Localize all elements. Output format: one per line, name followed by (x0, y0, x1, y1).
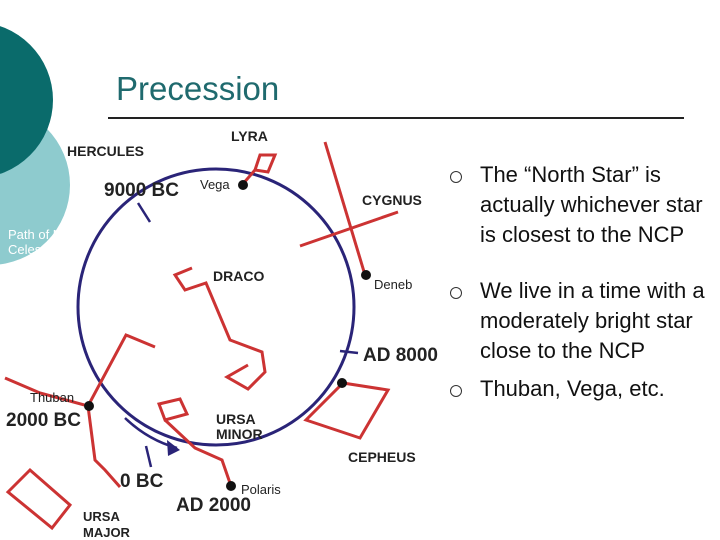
label-path-line1: Path of North (8, 227, 85, 242)
label-ad2000: AD 2000 (176, 495, 251, 516)
cygnus-constellation (299, 141, 399, 276)
bullet-item: Thuban, Vega, etc. (450, 374, 718, 404)
precession-diagram: LYRA HERCULES Vega 9000 BC CYGNUS Path o… (4, 128, 438, 540)
deneb-star (361, 270, 371, 280)
label-cygnus: CYGNUS (362, 192, 422, 208)
title-underline (108, 117, 684, 119)
label-ursa-major-2: MAJOR (83, 525, 131, 540)
label-2000bc: 2000 BC (6, 410, 81, 431)
label-deneb: Deneb (374, 277, 412, 292)
teal-dark-circle (0, 26, 53, 174)
label-ursa-minor-2: MINOR (216, 426, 263, 442)
tick-9000bc (136, 202, 152, 223)
bullet-text: The “North Star” is actually whichever s… (480, 162, 703, 247)
bullet-list: The “North Star” is actually whichever s… (450, 160, 718, 430)
bullet-item: The “North Star” is actually whichever s… (450, 160, 718, 250)
label-lyra: LYRA (231, 128, 268, 144)
label-ad8000: AD 8000 (363, 345, 438, 366)
tick-ad8000 (339, 349, 359, 355)
thuban-star (84, 401, 94, 411)
label-hercules: HERCULES (67, 143, 144, 159)
draco-constellation (172, 266, 267, 391)
bullet-text: Thuban, Vega, etc. (480, 376, 665, 401)
label-ursa-major-1: URSA (83, 509, 120, 524)
label-0bc: 0 BC (120, 471, 164, 492)
bullet-circle-icon (450, 385, 462, 397)
bullet-circle-icon (450, 171, 462, 183)
bullet-item: We live in a time with a moderately brig… (450, 276, 718, 366)
ursa-major-constellation (4, 333, 156, 531)
ad8000-star (337, 378, 347, 388)
label-cepheus: CEPHEUS (348, 449, 416, 465)
vega-star (238, 180, 248, 190)
cepheus-constellation (303, 381, 391, 440)
polaris-star (226, 481, 236, 491)
bullet-circle-icon (450, 287, 462, 299)
tick-0bc (144, 445, 153, 468)
corner-decoration (0, 26, 70, 265)
label-ursa-minor-1: URSA (216, 411, 256, 427)
label-polaris: Polaris (241, 482, 281, 497)
label-thuban: Thuban (30, 390, 74, 405)
label-path-line2: Celestial Pole (8, 242, 88, 257)
label-vega: Vega (200, 177, 230, 192)
label-draco: DRACO (213, 268, 264, 284)
ursa-minor-constellation (156, 397, 233, 487)
label-9000bc: 9000 BC (104, 180, 179, 201)
page-title: Precession (116, 70, 280, 107)
ncp-path-circle (76, 167, 356, 447)
bullet-text: We live in a time with a moderately brig… (480, 278, 705, 363)
precession-arrowhead (167, 440, 180, 456)
